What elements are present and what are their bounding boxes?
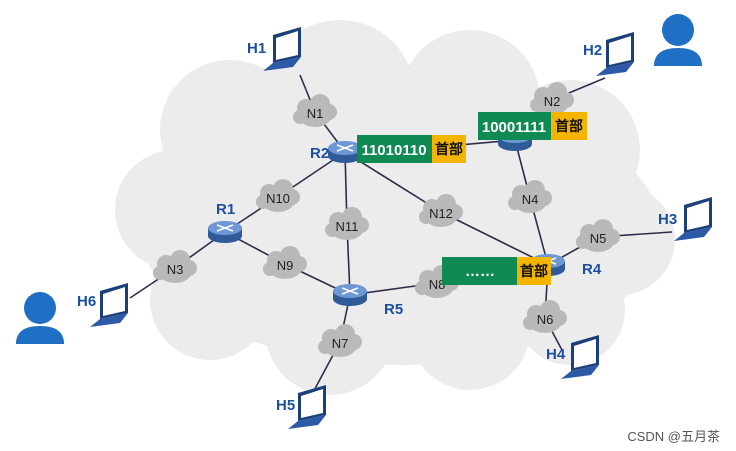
packet-2: 10001111 首部 [478, 112, 587, 140]
network-cloud-n7: N7 [318, 324, 362, 357]
network-cloud-n9: N9 [263, 246, 307, 279]
network-label: N3 [167, 262, 184, 277]
host-h3: H3 [658, 197, 712, 241]
laptop-icon [674, 197, 712, 241]
router-r2: R2 [310, 141, 362, 163]
network-cloud-n2: N2 [530, 82, 574, 115]
network-label: N8 [429, 277, 446, 292]
cloud-icon [318, 324, 362, 357]
router-r5: R5 [333, 284, 403, 318]
network-cloud-n3: N3 [153, 250, 197, 283]
host-label: H3 [658, 211, 677, 228]
laptop-icon [561, 335, 599, 379]
router-icon [208, 221, 242, 243]
router-label: R1 [216, 201, 235, 218]
packet-bits: 10001111 [482, 119, 546, 136]
host-label: H5 [276, 397, 295, 414]
packet-1: 11010110 首部 [357, 135, 466, 163]
host-h4: H4 [546, 335, 599, 379]
cloud-icon [530, 82, 574, 115]
packet-header: 首部 [435, 141, 463, 157]
cloud-icon [419, 194, 463, 227]
cloud-icon [325, 207, 369, 240]
network-cloud-n10: N10 [256, 179, 300, 212]
cloud-icon [523, 300, 567, 333]
network-cloud-n12: N12 [419, 194, 463, 227]
packet-header: 首部 [520, 263, 548, 279]
packet-bits: …… [465, 263, 495, 280]
router-r1: R1 [208, 201, 242, 243]
network-cloud-n11: N11 [325, 207, 369, 240]
packet-header: 首部 [555, 118, 583, 134]
host-label: H6 [77, 293, 96, 310]
host-h6: H6 [77, 283, 128, 327]
network-label: N11 [336, 219, 359, 234]
packet-3: …… 首部 [442, 257, 551, 285]
router-icon [333, 284, 367, 306]
host-label: H2 [583, 42, 602, 59]
laptop-icon [288, 385, 326, 429]
cloud-icon [153, 250, 197, 283]
network-label: N12 [429, 206, 453, 221]
network-label: N10 [266, 191, 290, 206]
host-label: H4 [546, 346, 566, 363]
laptop-icon [596, 32, 634, 76]
network-cloud-n5: N5 [576, 219, 620, 252]
host-label: H1 [247, 40, 266, 57]
network-cloud-n1: N1 [293, 94, 337, 127]
router-icon [328, 141, 362, 163]
user-icon [16, 292, 64, 344]
network-label: N4 [522, 192, 539, 207]
laptop-icon [263, 27, 301, 71]
host-h1: H1 [247, 27, 301, 71]
user-icon [654, 14, 702, 66]
cloud-icon [256, 179, 300, 212]
laptop-icon [90, 283, 128, 327]
cloud-icon [293, 94, 337, 127]
host-h5: H5 [276, 385, 326, 429]
cloud-icon [508, 180, 552, 213]
network-cloud-n4: N4 [508, 180, 552, 213]
cloud-icon [263, 246, 307, 279]
router-label: R2 [310, 145, 329, 162]
network-label: N9 [277, 258, 294, 273]
packet-bits: 11010110 [361, 142, 426, 159]
network-cloud-n6: N6 [523, 300, 567, 333]
network-label: N6 [537, 312, 554, 327]
cloud-icon [576, 219, 620, 252]
network-label: N1 [307, 106, 324, 121]
network-label: N5 [590, 231, 607, 246]
watermark: CSDN @五月茶 [627, 429, 720, 444]
network-label: N7 [332, 336, 349, 351]
network-label: N2 [544, 94, 561, 109]
router-label: R5 [384, 301, 403, 318]
host-h2: H2 [583, 32, 634, 76]
router-label: R4 [582, 261, 602, 278]
